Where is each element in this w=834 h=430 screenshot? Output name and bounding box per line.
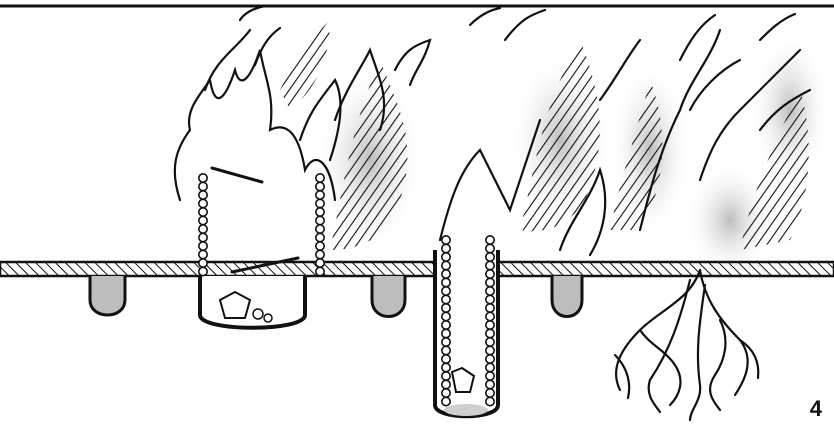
bead xyxy=(316,182,324,190)
stick xyxy=(212,168,298,272)
bead xyxy=(199,216,207,224)
bead xyxy=(486,304,494,312)
bead xyxy=(199,174,207,182)
bead xyxy=(199,182,207,190)
bead xyxy=(442,312,450,320)
bead xyxy=(442,295,450,303)
bead xyxy=(316,199,324,207)
bead xyxy=(199,267,207,275)
bead xyxy=(486,389,494,397)
small-pits xyxy=(90,276,582,317)
bead xyxy=(442,346,450,354)
bead xyxy=(442,321,450,329)
bead xyxy=(486,372,494,380)
bead xyxy=(486,295,494,303)
bead xyxy=(199,199,207,207)
bead xyxy=(316,174,324,182)
bead xyxy=(199,242,207,250)
bead xyxy=(442,270,450,278)
bead xyxy=(199,259,207,267)
bead xyxy=(486,236,494,244)
wide-pit xyxy=(200,276,305,328)
bead xyxy=(486,287,494,295)
bead xyxy=(316,242,324,250)
bead xyxy=(199,225,207,233)
root-tangle xyxy=(615,270,758,420)
bead xyxy=(199,208,207,216)
bead xyxy=(442,253,450,261)
bead xyxy=(316,208,324,216)
bead xyxy=(486,338,494,346)
bead xyxy=(486,312,494,320)
bead xyxy=(442,304,450,312)
bead xyxy=(442,338,450,346)
bead xyxy=(442,236,450,244)
bead xyxy=(486,380,494,388)
bead xyxy=(199,250,207,258)
bead xyxy=(486,270,494,278)
bead xyxy=(442,329,450,337)
ground-slab xyxy=(0,262,834,276)
bead xyxy=(486,244,494,252)
bead xyxy=(486,355,494,363)
bead xyxy=(442,372,450,380)
bead xyxy=(316,225,324,233)
bead xyxy=(442,287,450,295)
bead xyxy=(316,259,324,267)
bead xyxy=(316,250,324,258)
bead xyxy=(486,346,494,354)
bead xyxy=(486,397,494,405)
bead xyxy=(316,267,324,275)
bead xyxy=(486,278,494,286)
bead xyxy=(486,363,494,371)
bead xyxy=(486,261,494,269)
bead xyxy=(486,321,494,329)
bead xyxy=(199,233,207,241)
bead xyxy=(442,355,450,363)
bead xyxy=(486,329,494,337)
bead xyxy=(316,216,324,224)
figure-number: 4 xyxy=(810,396,822,422)
bead xyxy=(442,244,450,252)
bead xyxy=(442,363,450,371)
bead xyxy=(316,191,324,199)
bead xyxy=(486,253,494,261)
bead xyxy=(442,278,450,286)
bead xyxy=(199,191,207,199)
bead xyxy=(442,380,450,388)
bead xyxy=(316,233,324,241)
bead xyxy=(442,397,450,405)
bead xyxy=(442,261,450,269)
bead xyxy=(442,389,450,397)
